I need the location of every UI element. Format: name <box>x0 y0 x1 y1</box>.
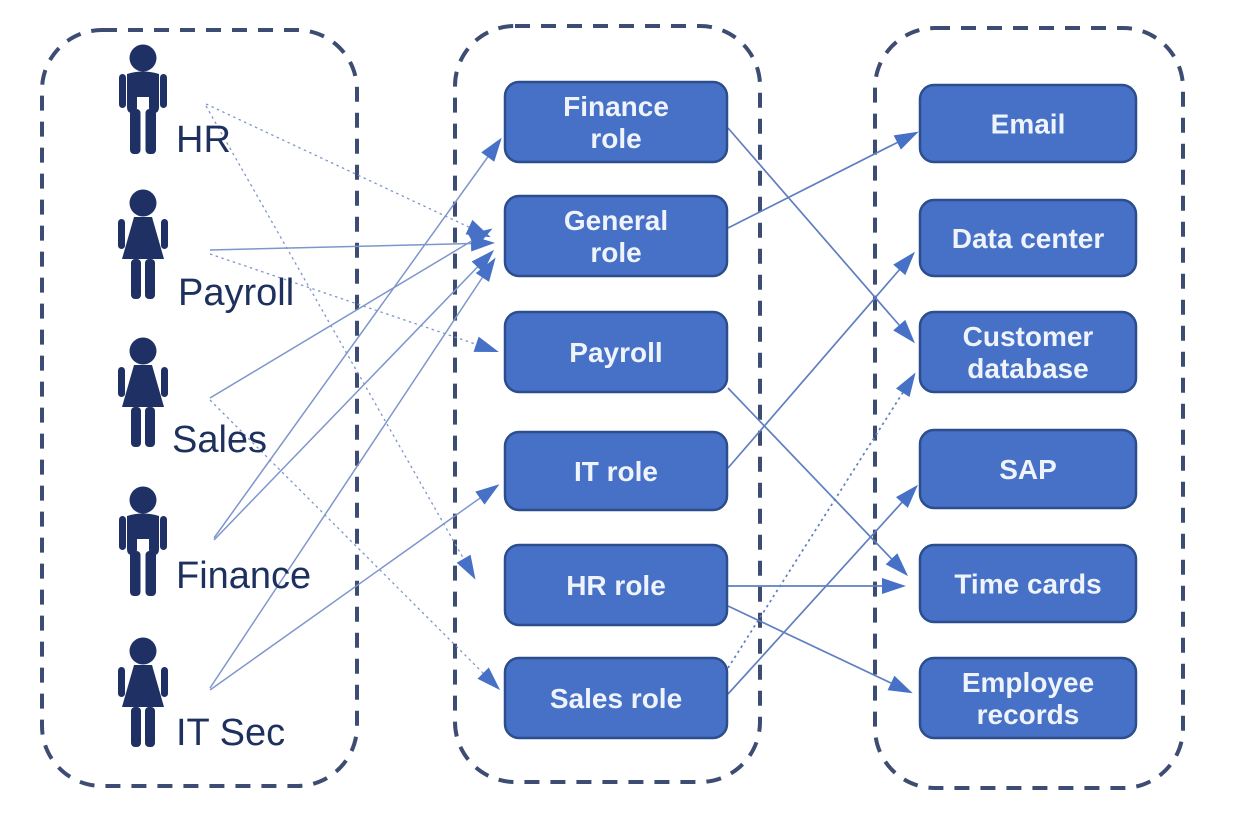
role-it: IT role <box>503 430 729 512</box>
res-timecard-box <box>918 543 1138 624</box>
user-finance: Finance <box>119 486 311 597</box>
res-custdb-label-line2: database <box>967 353 1088 384</box>
person-male-icon <box>119 44 167 154</box>
role-finance-box <box>503 80 729 164</box>
edge-role-sales-to-res-custdb <box>727 372 916 669</box>
edge-user-itsec-to-role-it <box>209 484 500 691</box>
res-datactr: Data center <box>918 198 1138 278</box>
res-custdb-label-line1: Customer <box>963 321 1094 352</box>
user-hr-label: HR <box>176 119 231 161</box>
role-hr-label-line1: HR role <box>566 570 666 601</box>
person-female-icon <box>118 189 168 299</box>
res-email-box <box>918 83 1138 164</box>
res-timecard: Time cards <box>918 543 1138 624</box>
role-sales: Sales role <box>503 656 729 740</box>
edge-user-finance-to-role-general <box>213 249 495 541</box>
edge-role-it-to-res-datactr <box>727 251 915 469</box>
edge-user-hr-to-role-hr <box>205 105 476 580</box>
res-sap-label-line1: SAP <box>999 454 1057 485</box>
res-email: Email <box>918 83 1138 164</box>
edge-user-payroll-to-role-general <box>209 235 495 252</box>
role-general-box <box>503 194 729 278</box>
user-sales-label: Sales <box>172 419 267 461</box>
role-sales-label-line1: Sales role <box>550 683 682 714</box>
res-datactr-box <box>918 198 1138 278</box>
res-sap-box <box>918 428 1138 510</box>
user-hr: HR <box>119 44 231 161</box>
role-finance-label-line1: Finance <box>563 91 669 122</box>
person-female-icon <box>118 337 168 447</box>
role-payroll: Payroll <box>503 310 729 394</box>
edge-role-payroll-to-res-timecard <box>727 387 909 577</box>
res-emprec-label-line1: Employee <box>962 667 1094 698</box>
edge-role-hr-to-res-emprec <box>727 605 913 694</box>
user-payroll: Payroll <box>118 189 294 314</box>
edge-user-sales-to-role-general <box>209 228 493 399</box>
edge-role-general-to-res-email <box>727 131 919 229</box>
role-hr-box <box>503 543 729 627</box>
res-email-label-line1: Email <box>991 109 1066 140</box>
edge-role-finance-to-res-custdb <box>727 127 915 344</box>
resources-group-border <box>873 26 1185 790</box>
user-payroll-label: Payroll <box>178 272 294 314</box>
user-itsec-label: IT Sec <box>176 712 285 754</box>
res-sap: SAP <box>918 428 1138 510</box>
roles-group-border <box>453 24 762 784</box>
edge-user-itsec-to-role-general <box>209 257 496 689</box>
role-sales-box <box>503 656 729 740</box>
user-sales: Sales <box>118 337 267 461</box>
person-male-icon <box>119 486 167 596</box>
res-datactr-label-line1: Data center <box>952 223 1105 254</box>
role-hr: HR role <box>503 543 729 627</box>
person-female-icon <box>118 637 168 747</box>
edge-user-sales-to-role-sales <box>209 399 501 691</box>
role-general-label-line1: General <box>564 205 668 236</box>
user-itsec: IT Sec <box>118 637 285 754</box>
role-it-label-line1: IT role <box>574 456 658 487</box>
users-group-border <box>40 28 359 788</box>
edge-role-sales-to-res-sap <box>727 484 919 695</box>
role-it-box <box>503 430 729 512</box>
edge-user-finance-to-role-finance <box>213 137 502 539</box>
role-finance-label-line2: role <box>590 123 641 154</box>
role-general-label-line2: role <box>590 237 641 268</box>
res-timecard-label-line1: Time cards <box>954 569 1101 600</box>
res-emprec-label-line2: records <box>977 699 1080 730</box>
role-payroll-box <box>503 310 729 394</box>
res-emprec-box <box>918 656 1138 740</box>
edge-user-payroll-to-role-payroll <box>209 253 499 352</box>
user-finance-label: Finance <box>176 555 311 597</box>
edge-user-hr-to-role-general <box>205 103 491 238</box>
res-custdb-box <box>918 310 1138 394</box>
role-payroll-label-line1: Payroll <box>569 337 662 368</box>
